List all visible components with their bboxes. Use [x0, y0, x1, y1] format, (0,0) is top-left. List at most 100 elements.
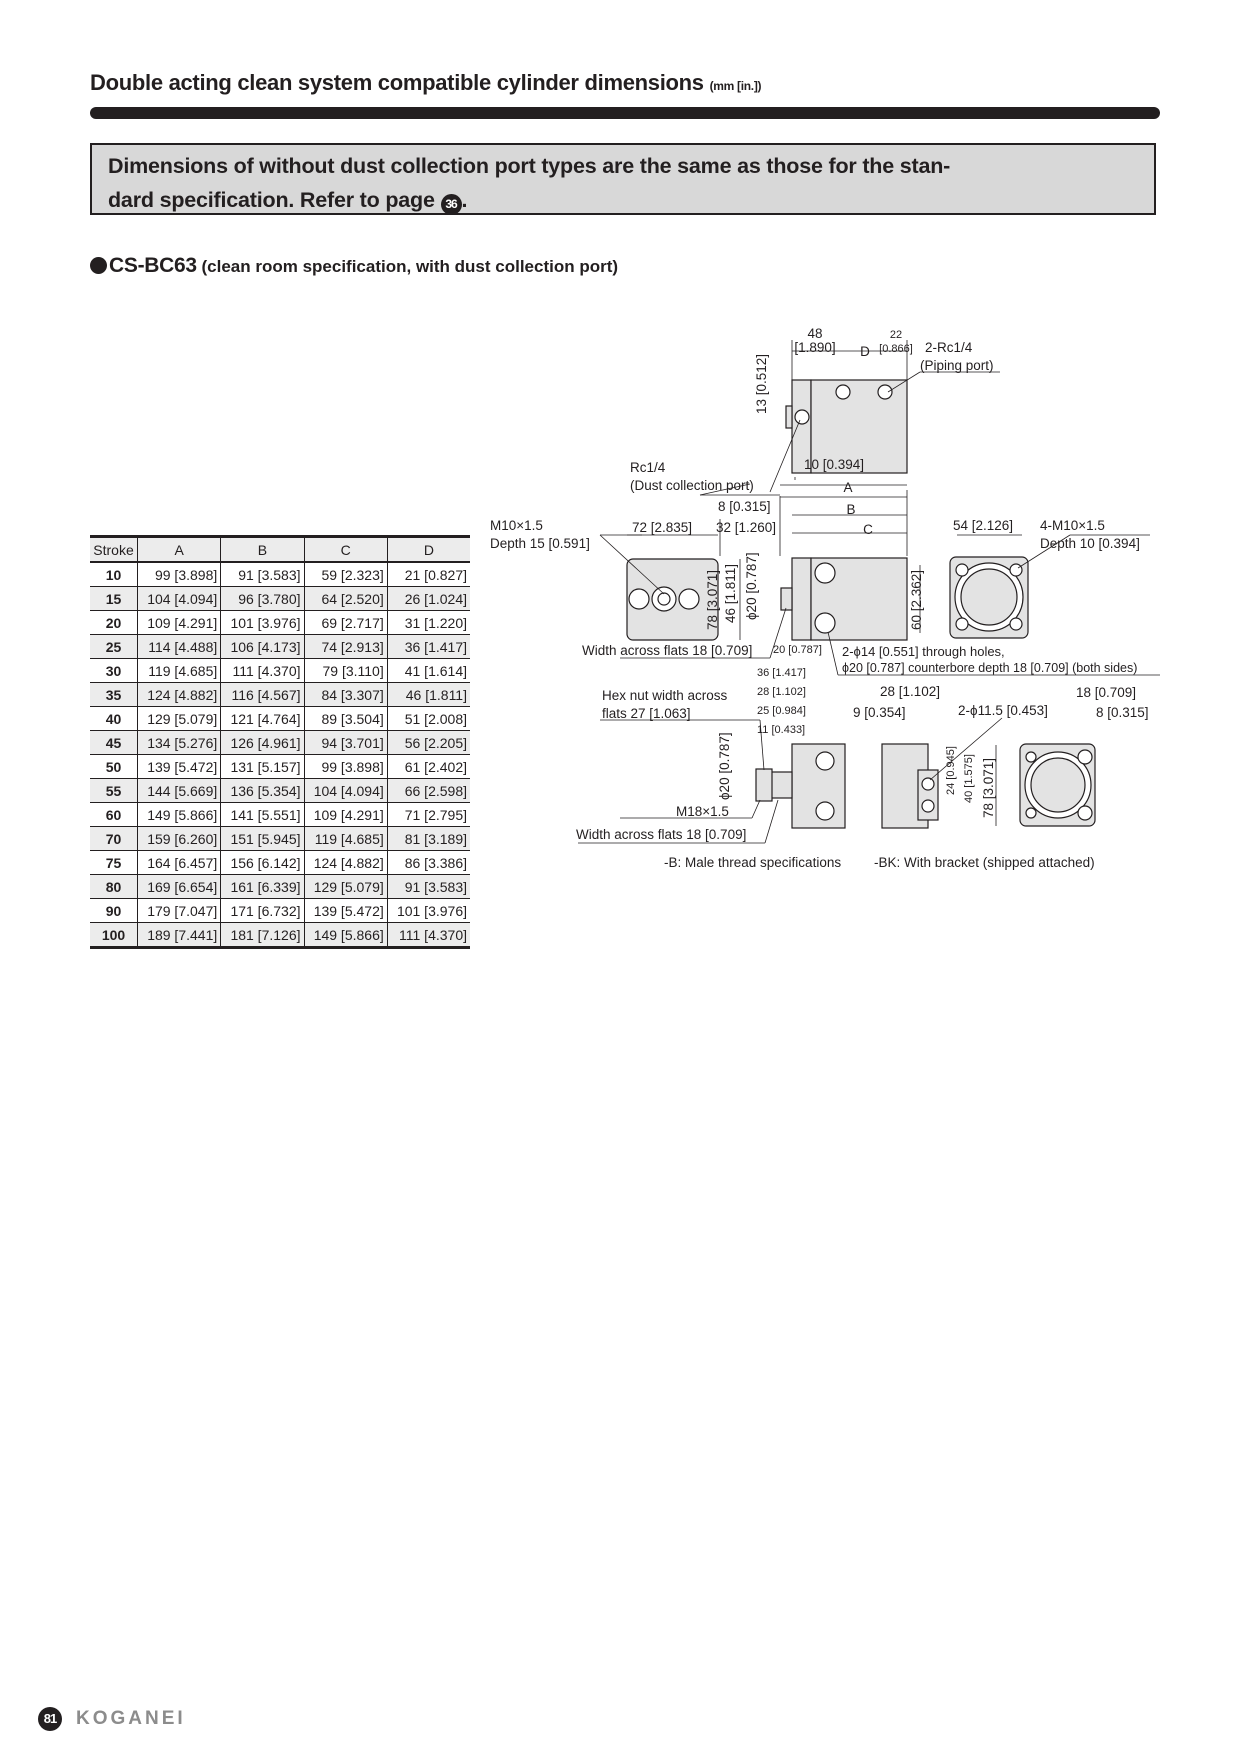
caption-bk: -BK: With bracket (shipped attached) [874, 855, 1095, 870]
dim-25: 25 [0.984] [757, 705, 806, 717]
caption-b: -B: Male thread specifications [664, 855, 841, 870]
dimension-cell: 134 [5.276] [136, 730, 221, 755]
dimension-cell: 61 [2.402] [386, 754, 470, 779]
dust-port-icon [794, 409, 810, 425]
dimension-cell: 89 [3.504] [303, 706, 388, 731]
dimension-cell: 66 [2.598] [386, 778, 470, 803]
dimension-cell: 109 [4.291] [303, 802, 388, 827]
dimension-cell: 169 [6.654] [136, 874, 221, 899]
dimension-cell: 164 [6.457] [136, 850, 221, 875]
page-ref-link[interactable]: 36 [440, 194, 462, 215]
dimension-cell: 119 [4.685] [303, 826, 388, 851]
piping-port-label-1: 2-Rc1/4 [925, 340, 973, 355]
stroke-cell: 30 [90, 658, 138, 683]
stroke-cell: 10 [90, 562, 138, 587]
model-code: CS-BC63 [109, 254, 197, 277]
bullet-icon [90, 257, 107, 274]
dimension-cell: 91 [3.583] [386, 874, 470, 899]
m10-depth-label: Depth 15 [0.591] [490, 536, 590, 551]
dim-24: 24 [0.945] [945, 746, 957, 795]
dim-46: 46 [1.811] [723, 564, 738, 623]
dimension-cell: 124 [4.882] [303, 850, 388, 875]
dimension-cell: 179 [7.047] [136, 898, 221, 923]
piping-port-label-2: (Piping port) [920, 358, 994, 373]
dimension-labels: 48 [1.890] D 22 [0.866] 2-Rc1/4 (Piping … [490, 326, 1149, 870]
dimension-cell: 111 [4.370] [386, 922, 470, 948]
dimension-cell: 149 [5.866] [303, 922, 388, 948]
dimension-cell: 36 [1.417] [386, 634, 470, 659]
footer: 81 KOGANEI [38, 1707, 186, 1731]
dimension-cell: 159 [6.260] [136, 826, 221, 851]
dim-phi20a: ϕ20 [0.787] [744, 552, 759, 620]
unit-note: (mm [in.]) [709, 79, 762, 93]
dim-d: D [860, 344, 870, 359]
model-desc: (clean room specification, with dust col… [201, 257, 619, 276]
dimension-cell: 56 [2.205] [386, 730, 470, 755]
dimension-cell: 101 [3.976] [220, 610, 304, 635]
stroke-cell: 80 [90, 874, 138, 899]
dim-22-in: [0.866] [879, 343, 913, 355]
dust-port-label-1: Rc1/4 [630, 460, 666, 475]
dim-72: 72 [2.835] [632, 520, 692, 535]
dimension-cell: 124 [4.882] [136, 682, 221, 707]
dim-8b: 8 [0.315] [1096, 705, 1149, 720]
title-rule [90, 107, 1160, 119]
dust-port-label-2: (Dust collection port) [630, 478, 754, 493]
dimension-cell: 189 [7.441] [136, 922, 221, 948]
hex-nut-label-1: Hex nut width across [602, 688, 728, 703]
dimension-cell: 129 [5.079] [303, 874, 388, 899]
notice-text: dard specification. Refer to page [108, 188, 435, 212]
col-c: C [303, 536, 388, 563]
m18-label: M18×1.5 [676, 804, 729, 819]
stroke-cell: 40 [90, 706, 138, 731]
b-view-rod [770, 771, 793, 799]
dim-48: 48 [807, 326, 822, 341]
koganei-logo: KOGANEI [76, 1708, 186, 1729]
stroke-cell: 20 [90, 610, 138, 635]
col-b: B [220, 536, 304, 563]
dimension-cell: 64 [2.520] [303, 586, 388, 611]
dimension-cell: 119 [4.685] [136, 658, 221, 683]
dimension-cell: 96 [3.780] [220, 586, 304, 611]
dim-10: 10 [0.394] [804, 457, 864, 472]
dimension-cell: 141 [5.551] [220, 802, 304, 827]
dimension-cell: 79 [3.110] [303, 658, 388, 683]
holes-label-1: 2-ϕ14 [0.551] through holes, [842, 644, 1005, 659]
stroke-cell: 75 [90, 850, 138, 875]
dim-48-in: [1.890] [794, 340, 835, 355]
dimension-cell: 69 [2.717] [303, 610, 388, 635]
stroke-cell: 50 [90, 754, 138, 779]
dimension-cell: 86 [3.386] [386, 850, 470, 875]
stroke-cell: 45 [90, 730, 138, 755]
stroke-cell: 90 [90, 898, 138, 923]
dimension-cell: 99 [3.898] [303, 754, 388, 779]
holes-label-2: ϕ20 [0.787] counterbore depth 18 [0.709]… [842, 661, 1137, 675]
dimension-cell: 109 [4.291] [136, 610, 221, 635]
dim-28a: 28 [1.102] [757, 686, 806, 698]
dimension-cell: 171 [6.732] [220, 898, 304, 923]
dust-port-nub [785, 405, 793, 429]
dimension-cell: 99 [3.898] [136, 562, 221, 587]
dimension-cell: 41 [1.614] [386, 658, 470, 683]
dimension-cell: 51 [2.008] [386, 706, 470, 731]
hex-nut-label-2: flats 27 [1.063] [602, 706, 691, 721]
dimension-cell: 139 [5.472] [303, 898, 388, 923]
dimension-cell: 106 [4.173] [220, 634, 304, 659]
dimension-cell: 71 [2.795] [386, 802, 470, 827]
width-flats-label-2: Width across flats 18 [0.709] [576, 827, 746, 842]
notice-end: . [461, 188, 468, 212]
piping-port-icon [835, 384, 851, 400]
